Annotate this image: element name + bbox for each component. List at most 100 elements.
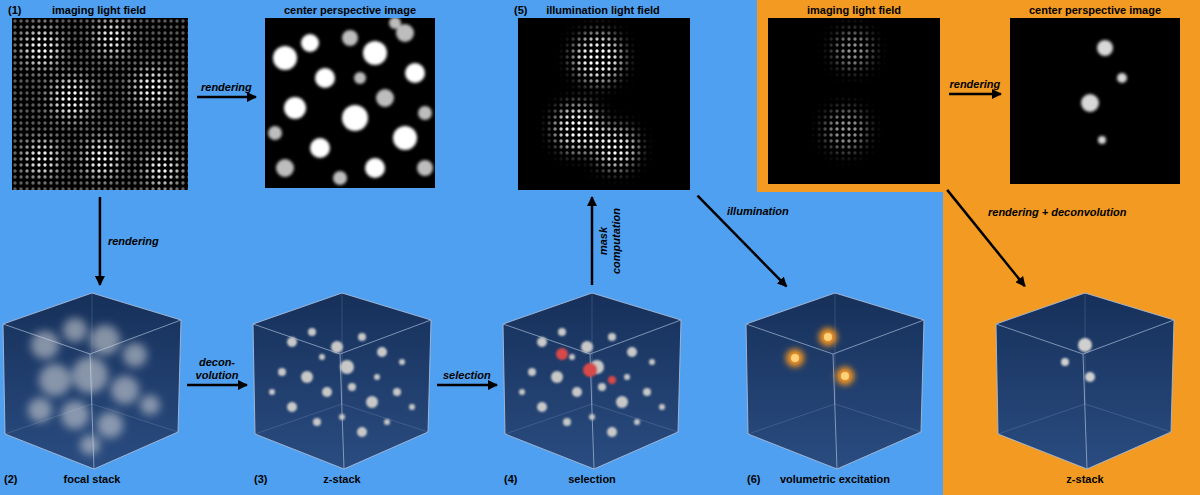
image-panel: (5)illumination light field — [512, 2, 694, 192]
illustration-part — [996, 293, 1174, 469]
image-panel: center perspective image — [261, 2, 439, 190]
illustration-part — [3, 293, 181, 469]
panel-title: focal stack — [64, 473, 121, 486]
z-stack-cube — [996, 293, 1174, 469]
edge-label: rendering — [201, 81, 252, 94]
illustration-part — [786, 349, 804, 367]
illustration-part — [376, 89, 394, 107]
panel-title: volumetric excitation — [780, 473, 890, 486]
illustration-part — [519, 328, 665, 437]
illustration-part — [791, 333, 849, 380]
volume-panel: (6) volumetric excitation — [745, 290, 925, 490]
illustration-part — [268, 18, 433, 185]
illustration-part — [12, 18, 188, 190]
illustration-part — [28, 318, 160, 455]
edge-label: mask computation — [597, 201, 623, 281]
illustration-part — [1117, 73, 1127, 83]
illustration-part — [284, 97, 306, 119]
connector-arrow — [947, 190, 1025, 286]
step-number: (4) — [504, 473, 517, 486]
connector-arrow — [99, 197, 102, 285]
selection-cube — [503, 293, 681, 469]
illustration-part — [1061, 338, 1095, 382]
illustration-part — [1061, 358, 1069, 366]
volume-panel: z-stack — [990, 290, 1180, 490]
illustration-part — [90, 325, 120, 355]
edge-label: rendering — [108, 235, 159, 248]
connector-arrow — [591, 197, 594, 285]
illustration-part — [268, 126, 282, 140]
illumination-light-field-image — [518, 18, 690, 190]
panel-title: center perspective image — [1029, 4, 1161, 17]
image-panel: imaging light field — [764, 2, 944, 186]
illustration-part — [1098, 136, 1106, 144]
center-perspective-image — [265, 18, 435, 188]
illustration-part — [518, 18, 690, 190]
edge-label: illumination — [727, 205, 789, 218]
illustration-part — [1081, 94, 1099, 112]
illustration-part — [786, 328, 854, 385]
edge-label: decon- volution — [189, 356, 245, 382]
illustration-part — [63, 318, 87, 342]
connector-arrow — [437, 384, 497, 387]
illustration-part — [405, 63, 425, 83]
illustration-part — [273, 46, 297, 70]
illustration-part — [518, 18, 690, 190]
illustration-part — [389, 18, 401, 29]
illustration-part — [556, 348, 568, 360]
panel-title: imaging light field — [52, 4, 146, 17]
illustration-part — [97, 412, 123, 438]
illustration-part — [268, 18, 433, 185]
illustration-part — [1081, 40, 1127, 144]
step-number: (1) — [8, 4, 21, 17]
edge-label: selection — [443, 369, 491, 382]
panel-title: selection — [568, 473, 616, 486]
volumetric-excitation-cube — [746, 293, 924, 469]
imaging-light-field-image — [768, 18, 940, 184]
illustration-part — [503, 293, 681, 469]
illustration-part — [140, 395, 160, 415]
volume-panel: (4) selection — [502, 290, 682, 490]
illustration-part — [31, 331, 59, 359]
illustration-part — [365, 158, 385, 178]
illustration-part — [746, 293, 924, 469]
illustration-part — [819, 328, 837, 346]
illustration-part — [111, 376, 139, 404]
illustration-part — [791, 354, 799, 362]
panel-title: center perspective image — [284, 4, 416, 17]
focal-stack-cube — [3, 293, 181, 469]
illustration-part — [836, 367, 854, 385]
illustration-part — [768, 18, 940, 184]
connector-arrow — [187, 384, 247, 387]
illustration-part — [123, 343, 147, 367]
center-perspective-image — [1010, 18, 1180, 184]
illustration-part — [1097, 40, 1113, 56]
illustration-part — [556, 348, 616, 384]
panel-title: imaging light field — [807, 4, 901, 17]
illustration-part — [253, 293, 431, 469]
panel-title: z-stack — [323, 473, 360, 486]
illustration-part — [1085, 372, 1095, 382]
illustration-part — [28, 398, 52, 422]
illustration-part — [363, 41, 387, 65]
illustration-part — [61, 401, 89, 429]
panel-title: z-stack — [1066, 473, 1103, 486]
illustration-part — [273, 34, 425, 178]
illustration-part — [12, 18, 188, 190]
step-number: (5) — [514, 4, 527, 17]
volume-panel: (3)z-stack — [252, 290, 432, 490]
step-number: (6) — [747, 473, 760, 486]
illustration-part — [333, 171, 347, 185]
illustration-part — [608, 376, 616, 384]
image-panel: (1) imaging light field — [6, 2, 192, 192]
illustration-part — [841, 372, 849, 380]
illustration-part — [301, 34, 319, 52]
illustration-part — [72, 357, 108, 393]
illustration-part — [39, 364, 71, 396]
edge-label: rendering — [950, 78, 1001, 91]
imaging-light-field-image — [12, 18, 188, 190]
edge-label: rendering + deconvolution — [988, 206, 1126, 219]
connector-arrow — [197, 96, 256, 99]
illustration-part — [276, 159, 294, 177]
